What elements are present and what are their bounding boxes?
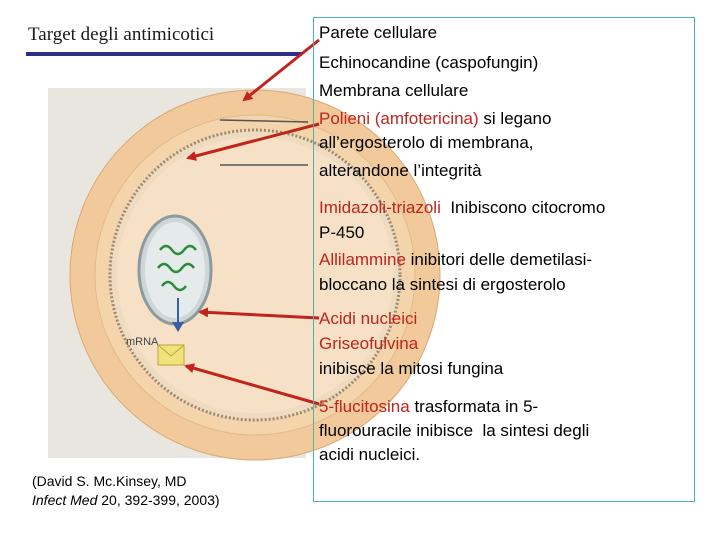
pointer-line [219,119,309,123]
item-echinocandine: Echinocandine (caspofungin) [319,53,539,72]
dna-strand [159,244,197,256]
slide-title: Target degli antimicotici [28,24,215,45]
citation: (David S. Mc.Kinsey, MD Infect Med 20, 3… [32,472,220,510]
item-allilammine: Allilammine inibitori delle demetilasi- [319,249,592,271]
flucitosina-label: 5-flucitosina [319,397,410,416]
citation-line2: Infect Med 20, 392-399, 2003) [32,491,220,510]
polieni-line2: all’ergosterolo di membrana, [319,133,534,152]
item-membrana: Membrana cellulare [319,81,469,100]
imidazoli-text: Inibiscono citocromo [440,198,606,217]
allilammine-text: inibitori delle demetilasi- [405,250,593,269]
polieni-text: si legano [478,109,552,128]
item-polieni: Polieni (amfotericina) si legano [319,108,551,130]
item-acidi-nucleici: Acidi nucleici [319,309,418,328]
allilammine-label: Allilammine [319,250,406,269]
citation-line1: (David S. Mc.Kinsey, MD [32,473,187,489]
flucitosina-line3: acidi nucleici. [319,445,421,464]
mrna-label: mRNA [126,336,159,348]
targets-textbox [313,17,695,502]
polieni-line3: alterandone l’integrità [319,161,482,180]
item-imidazoli: Imidazoli-triazoli Inibiscono citocromo [319,197,605,219]
imidazoli-label: Imidazoli-triazoli [319,198,441,217]
title-underline [26,52,302,56]
arrow-flucitosina [184,363,320,406]
cytoplasm [117,137,393,413]
arrow-membrane [186,122,320,161]
imidazoli-line2: P-450 [319,223,365,242]
polieni-label: Polieni (amfotericina) [319,109,479,128]
arrow-nucleic-acids [198,307,320,320]
item-griseofulvina: Griseofulvina [319,334,419,353]
item-flucitosina: 5-flucitosina trasformata in 5- [319,396,538,418]
allilammine-line2: bloccano la sintesi di ergosterolo [319,275,566,294]
flucitosina-line2: fluorouracile inibisce la sintesi degli [319,421,590,440]
flucitosina-text: trasformata in 5- [409,397,539,416]
item-parete: Parete cellulare [319,23,438,42]
citation-journal: Infect Med [32,492,98,508]
citation-details: 20, 392-399, 2003) [97,492,220,508]
arrow-cell-wall [242,38,320,102]
griseofulvina-line2: inibisce la mitosi fungina [319,359,504,378]
